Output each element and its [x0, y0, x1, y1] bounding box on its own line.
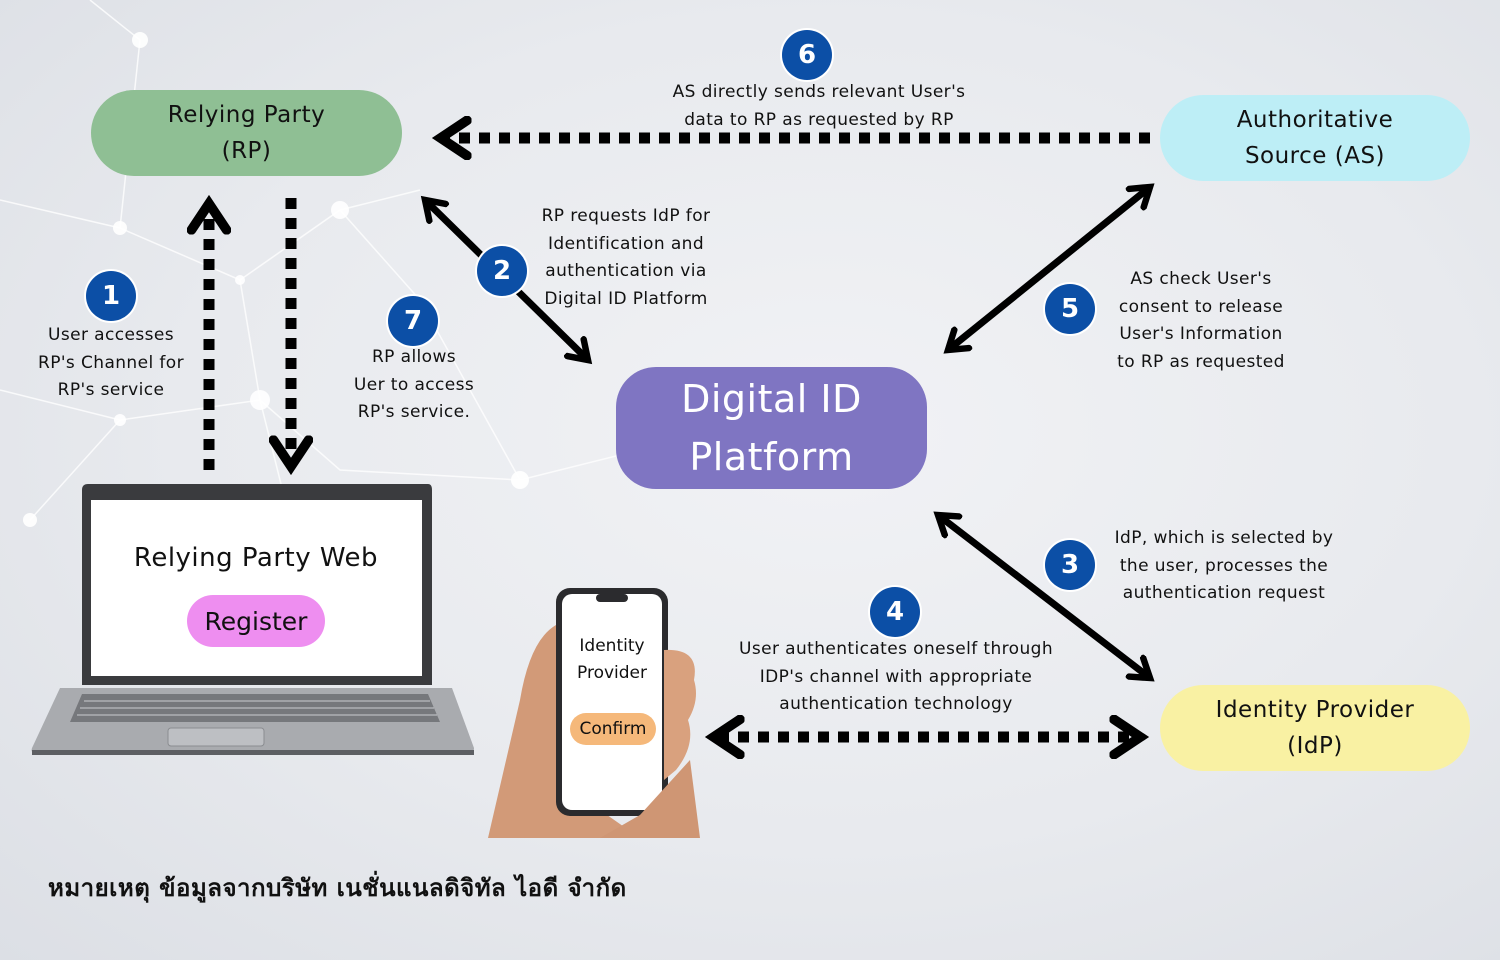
caption-line: IDP's channel with appropriate	[759, 666, 1033, 687]
step-badge-5: 5	[1045, 284, 1095, 334]
caption-line: RP requests IdP for	[541, 206, 711, 226]
step-badge-2: 2	[477, 246, 527, 296]
identity-provider-abbrev: (IdP)	[1287, 733, 1343, 759]
phone-title-line: Provider	[577, 663, 647, 683]
caption-line: authentication via	[545, 261, 707, 281]
caption-line: to RP as requested	[1117, 351, 1285, 372]
identity-provider-node: Identity Provider (IdP)	[1160, 685, 1470, 771]
caption-line: Digital ID Platform	[544, 288, 708, 309]
confirm-button[interactable]: Confirm	[570, 713, 656, 745]
caption-line: Uer to access	[353, 374, 475, 395]
register-button[interactable]: Register	[187, 595, 325, 647]
step-1-caption: User accesses RP's Channel for RP's serv…	[20, 322, 202, 405]
digital-id-platform-node: Digital ID Platform	[616, 367, 927, 489]
step-badge-1: 1	[86, 271, 136, 321]
caption-line: RP's service.	[357, 402, 471, 422]
caption-line: the user, processes the	[1119, 555, 1329, 576]
source-note: หมายเหตุ ข้อมูลจากบริษัท เนชั่นแนลดิจิทั…	[48, 874, 627, 902]
authoritative-source-node: Authoritative Source (AS)	[1160, 95, 1470, 181]
identity-provider-label: Identity Provider	[1215, 697, 1415, 723]
caption-line: AS directly sends relevant User's	[672, 82, 966, 102]
caption-line: User authenticates oneself through	[738, 639, 1053, 659]
caption-line: RP's Channel for	[38, 352, 184, 373]
authoritative-source-abbrev: Source (AS)	[1244, 143, 1386, 169]
phone-screen-title: Identity Provider	[563, 633, 661, 687]
caption-line: User's Information	[1119, 324, 1283, 344]
step-badge-4: 4	[870, 587, 920, 637]
step-badge-7: 7	[388, 296, 438, 346]
caption-line: consent to release	[1118, 296, 1284, 317]
step-6-caption: AS directly sends relevant User's data t…	[648, 79, 990, 134]
step-badge-3: 3	[1045, 540, 1095, 590]
arrow-as-platform	[948, 187, 1150, 350]
phone-title-line: Identity	[579, 636, 645, 656]
caption-line: IdP, which is selected by	[1114, 528, 1334, 548]
step-3-caption: IdP, which is selected by the user, proc…	[1090, 525, 1358, 608]
caption-line: authentication request	[1122, 583, 1326, 603]
caption-line: User accesses	[48, 325, 174, 345]
caption-line: RP allows	[371, 347, 457, 367]
laptop-screen-title: Relying Party Web	[133, 543, 379, 573]
caption-line: Identification and	[547, 233, 705, 254]
step-5-caption: AS check User's consent to release User'…	[1100, 266, 1302, 376]
relying-party-node: Relying Party (RP)	[91, 90, 402, 176]
digital-id-platform-label-2: Platform	[689, 435, 854, 479]
step-4-caption: User authenticates oneself through IDP's…	[718, 636, 1074, 719]
step-2-caption: RP requests IdP for Identification and a…	[520, 203, 732, 313]
authoritative-source-label: Authoritative	[1236, 107, 1394, 133]
caption-line: AS check User's	[1130, 269, 1272, 289]
relying-party-label: Relying Party	[167, 102, 326, 128]
digital-id-platform-label-1: Digital ID	[681, 377, 862, 421]
arrow-platform-idp	[938, 515, 1150, 678]
caption-line: data to RP as requested by RP	[684, 109, 954, 130]
step-badge-6: 6	[782, 30, 832, 80]
step-7-caption: RP allows Uer to access RP's service.	[340, 344, 488, 427]
caption-line: RP's service	[57, 380, 165, 400]
relying-party-abbrev: (RP)	[221, 138, 272, 164]
caption-line: authentication technology	[779, 694, 1013, 714]
